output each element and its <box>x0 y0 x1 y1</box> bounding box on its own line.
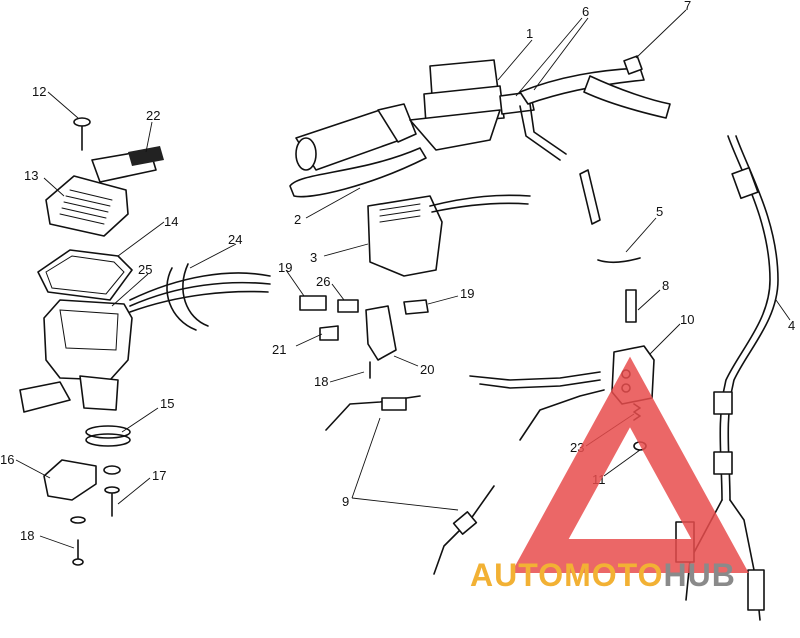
part-label-8: 8 <box>662 278 669 293</box>
throttle-housing-assembly <box>19 117 164 566</box>
switch-housing-assembly <box>299 194 531 379</box>
part-label-7: 7 <box>684 0 691 13</box>
part-label-19-left: 19 <box>278 260 292 275</box>
part-label-14: 14 <box>164 214 178 229</box>
part-label-4: 4 <box>788 318 795 333</box>
part-label-19-right: 19 <box>460 286 474 301</box>
part-labels: 1 2 3 4 5 6 7 8 9 10 11 12 13 14 15 16 1… <box>0 0 795 543</box>
part-label-16: 16 <box>0 452 14 467</box>
watermark-triangle <box>511 356 749 573</box>
part-label-24: 24 <box>228 232 242 247</box>
part-label-17: 17 <box>152 468 166 483</box>
part-label-22: 22 <box>146 108 160 123</box>
part-label-18-mid: 18 <box>314 374 328 389</box>
part-label-10: 10 <box>680 312 694 327</box>
automotohub-watermark: AUTOMOTOHUB <box>470 356 749 593</box>
part-label-18-left: 18 <box>20 528 34 543</box>
part-label-20: 20 <box>420 362 434 377</box>
part-label-25: 25 <box>138 262 152 277</box>
part-label-5: 5 <box>656 204 663 219</box>
master-cylinder-assembly <box>289 55 671 198</box>
part-label-12: 12 <box>32 84 46 99</box>
watermark-text: AUTOMOTOHUB <box>470 557 736 593</box>
part-label-2: 2 <box>294 212 301 227</box>
part-label-9: 9 <box>342 494 349 509</box>
cable-bundle <box>129 263 271 331</box>
part-label-26: 26 <box>316 274 330 289</box>
part-label-1: 1 <box>526 26 533 41</box>
watermark-part-automoto: AUTOMOTO <box>470 557 663 593</box>
part-label-15: 15 <box>160 396 174 411</box>
part-label-6: 6 <box>582 4 589 19</box>
part-label-3: 3 <box>310 250 317 265</box>
part-label-13: 13 <box>24 168 38 183</box>
watermark-part-hub: HUB <box>663 557 735 593</box>
part-label-21: 21 <box>272 342 286 357</box>
